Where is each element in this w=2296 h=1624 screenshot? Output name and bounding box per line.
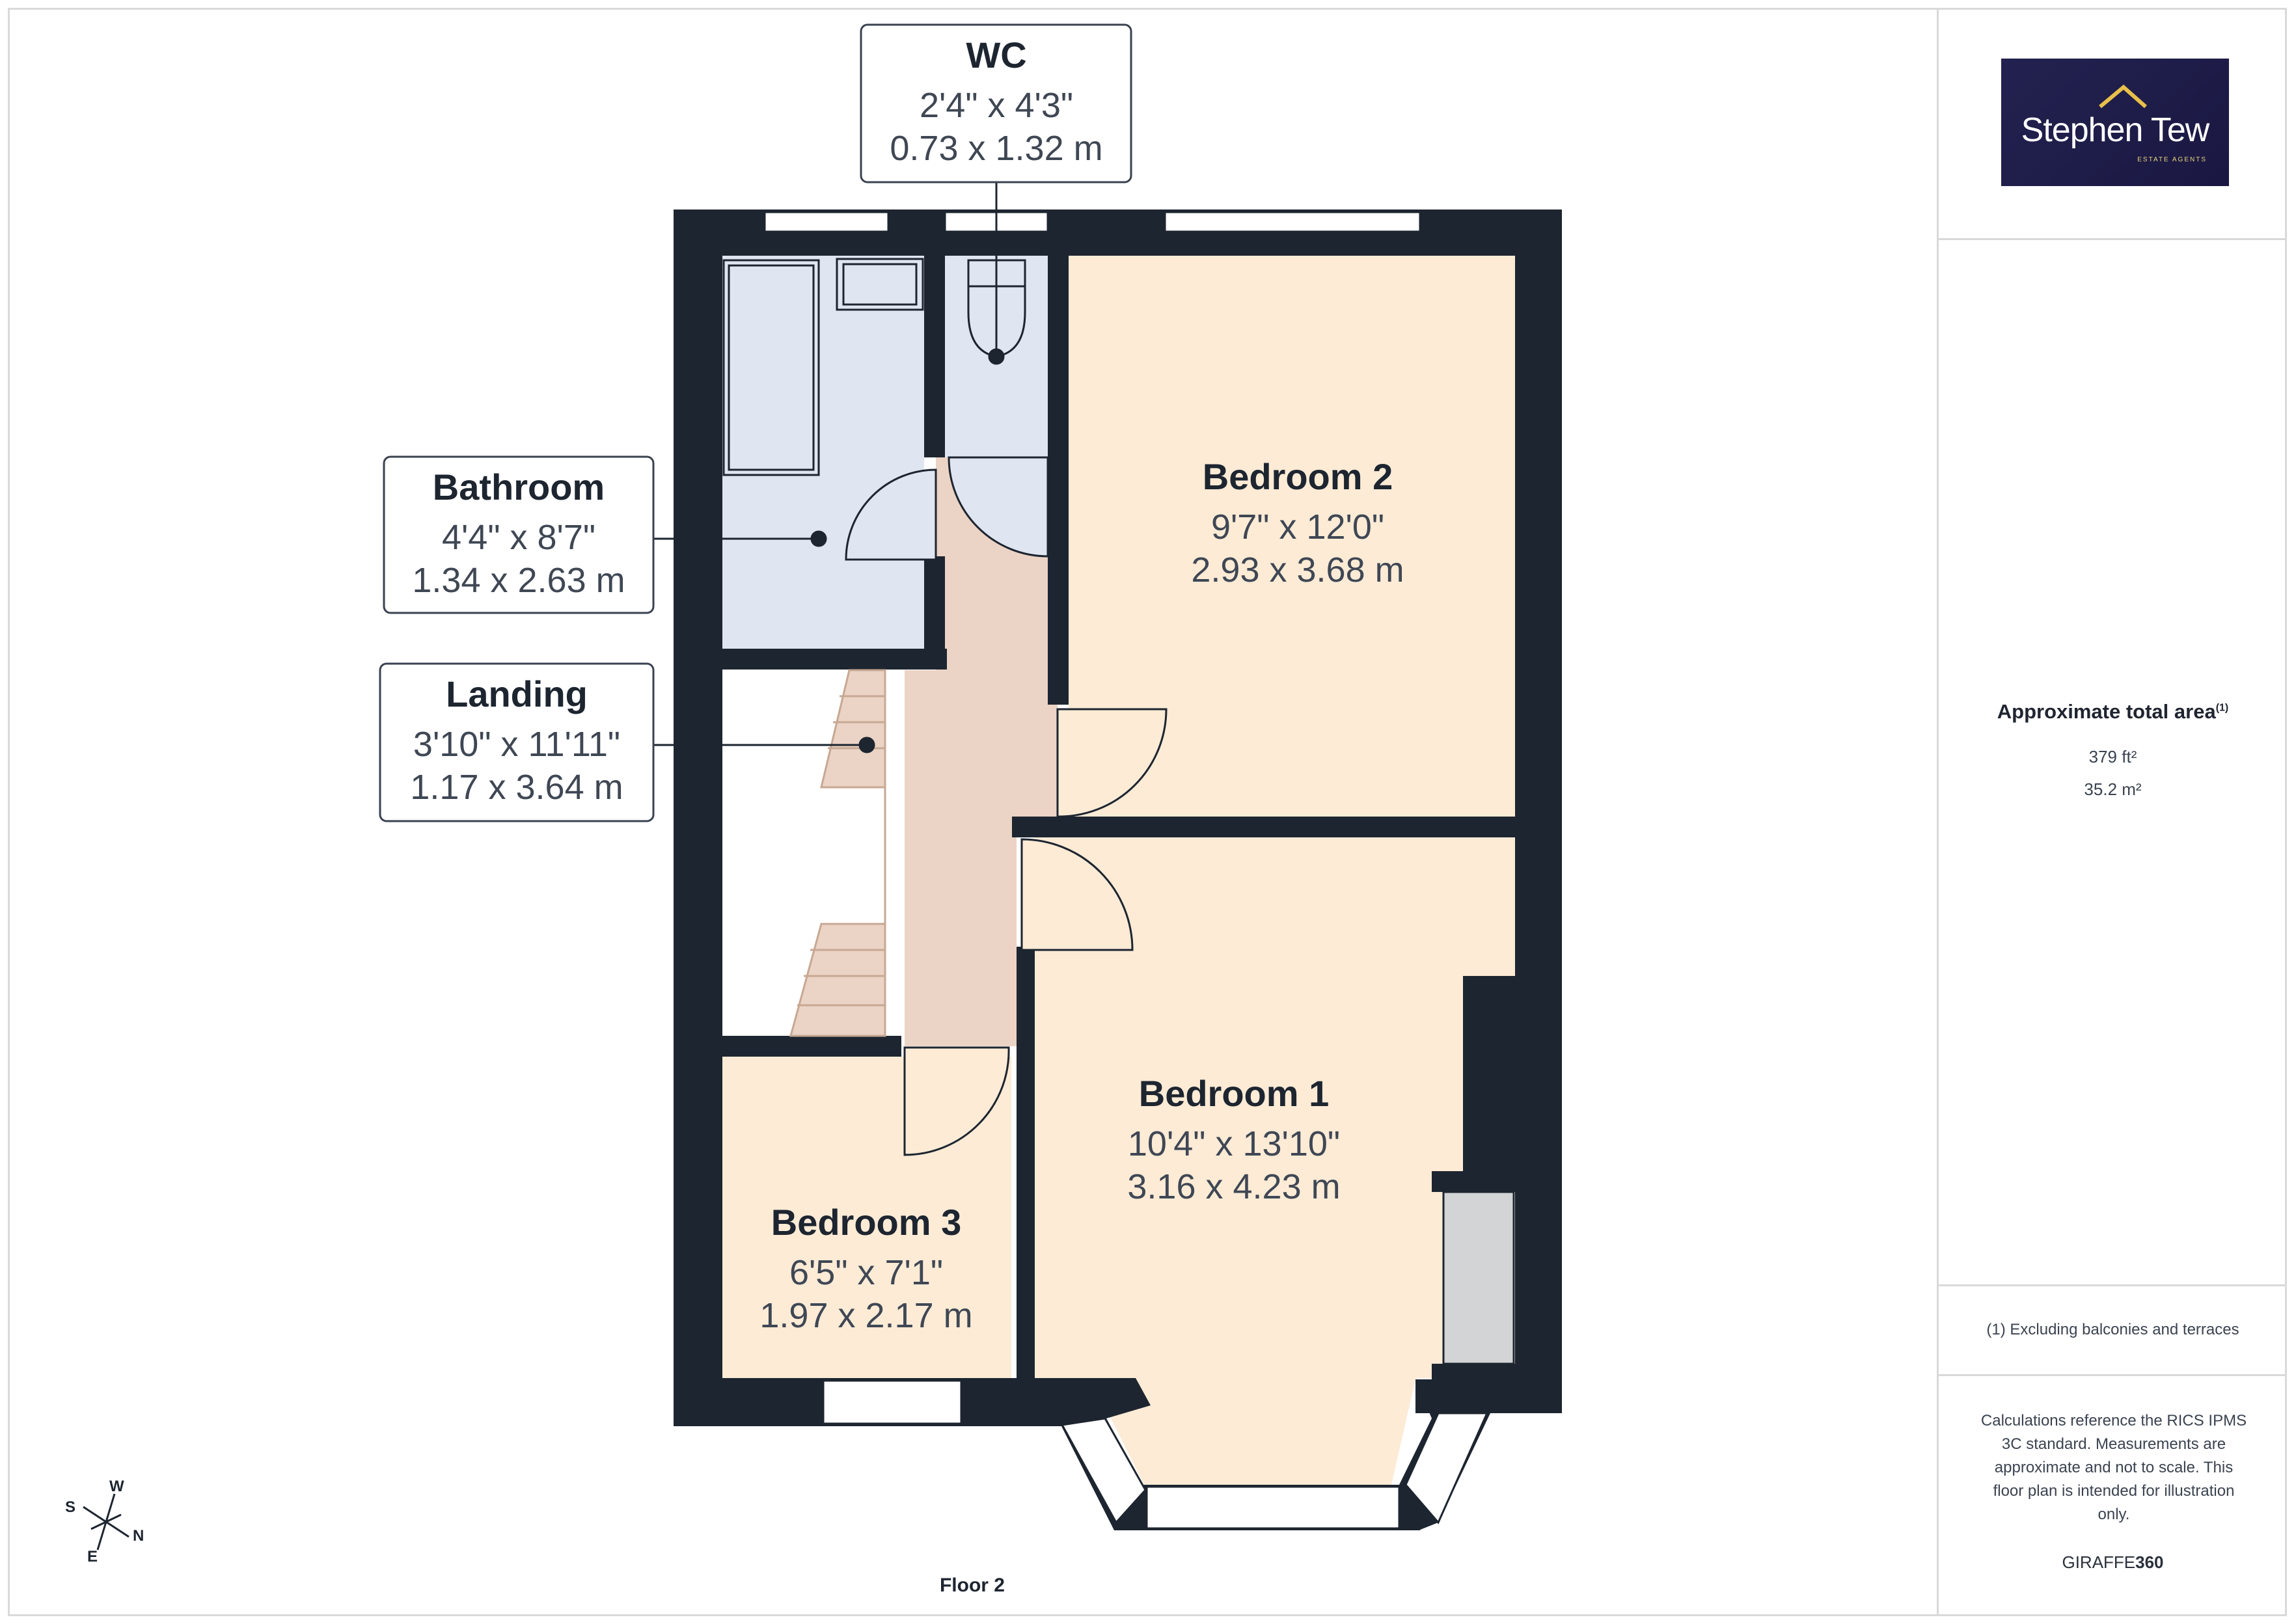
wc-name: WC xyxy=(966,34,1026,75)
wc-imperial: 2'4" x 4'3" xyxy=(920,86,1073,125)
stairs-lower xyxy=(789,923,886,1037)
label-leaders xyxy=(653,182,1005,753)
door-bed1 xyxy=(1020,838,1134,951)
bathtub-inner xyxy=(728,264,815,471)
compass-w: W xyxy=(109,1478,124,1495)
door-wc xyxy=(948,456,1049,558)
area-title: Approximate total area(1) xyxy=(1939,700,2287,724)
compass-rose-icon xyxy=(83,1493,130,1550)
bedroom3-imperial: 6'5" x 7'1" xyxy=(789,1253,943,1292)
landing-name: Landing xyxy=(446,673,588,714)
logo-tagline: ESTATE AGENTS xyxy=(2137,156,2207,163)
calculation-note: Calculations reference the RICS IPMS 3C … xyxy=(1980,1412,2247,1523)
wc-label-box xyxy=(860,23,1132,183)
bedroom1-name: Bedroom 1 xyxy=(1139,1073,1330,1114)
bathtub xyxy=(722,259,820,476)
room-fills xyxy=(722,256,1515,1485)
doors xyxy=(845,456,1168,1156)
bedroom3-name: Bedroom 3 xyxy=(771,1202,962,1243)
page-frame xyxy=(8,8,2287,1616)
window-bed3 xyxy=(822,1379,963,1425)
area-ft: 379 ft² xyxy=(2088,747,2137,766)
brand-a: GIRAFFE xyxy=(2062,1552,2136,1572)
compass-e: E xyxy=(87,1548,98,1565)
stairs-upper xyxy=(820,669,886,789)
window-bed2 xyxy=(1164,211,1421,233)
area-title-sup: (1) xyxy=(2215,702,2229,714)
bedroom2-name: Bedroom 2 xyxy=(1203,456,1393,497)
house-roof-icon xyxy=(2099,85,2147,109)
bedroom3-metric: 1.97 x 2.17 m xyxy=(759,1296,972,1335)
basin-inner xyxy=(842,263,918,306)
area-footnote: (1) Excluding balconies and terraces xyxy=(1986,1321,2239,1338)
wall-landing-bed1 xyxy=(1017,947,1035,1399)
basin xyxy=(836,258,924,311)
window-bay-left xyxy=(1060,1417,1147,1524)
side-panel: Stephen Tew ESTATE AGENTS Approximate to… xyxy=(1937,8,2287,1616)
room-labels: WC 2'4" x 4'3" 0.73 x 1.32 m Bathroom 4'… xyxy=(410,34,1404,1596)
landing-imperial: 3'10" x 11'11" xyxy=(413,725,620,764)
wall-outer-right xyxy=(1515,210,1562,1413)
wall-bath-bottom xyxy=(722,649,947,670)
floor-plan: WC 2'4" x 4'3" 0.73 x 1.32 m Bathroom 4'… xyxy=(65,23,1562,1596)
door-bed2 xyxy=(1056,708,1168,818)
bedroom2-imperial: 9'7" x 12'0" xyxy=(1211,508,1384,547)
wall-bath-right-lower xyxy=(924,556,945,670)
landing-leader-dot xyxy=(858,737,875,753)
wall-bed1-chimney-b xyxy=(1432,1171,1515,1192)
window-bay-right xyxy=(1404,1412,1489,1524)
bedroom1-fill xyxy=(1035,837,1515,1485)
company-logo: Stephen Tew ESTATE AGENTS xyxy=(2001,59,2229,186)
window-bath xyxy=(763,211,890,233)
divider xyxy=(1939,238,2287,240)
wall-bath-wc xyxy=(924,256,945,457)
compass: W S N E xyxy=(65,1478,144,1565)
bedroom1-imperial: 10'4" x 13'10" xyxy=(1128,1124,1340,1163)
wall-bed3-top xyxy=(722,1036,901,1057)
wall-outer-left xyxy=(674,210,722,1426)
label-boxes xyxy=(379,23,1132,822)
bathroom-label-box xyxy=(383,455,655,614)
window-bay-bottom xyxy=(1145,1485,1401,1530)
wardrobe-bed1 xyxy=(1442,1191,1515,1365)
divider xyxy=(1939,1374,2287,1376)
landing-label-box xyxy=(379,662,655,822)
brand-b: 360 xyxy=(2135,1552,2164,1572)
bathroom-imperial: 4'4" x 8'7" xyxy=(442,518,595,557)
compass-s: S xyxy=(65,1498,75,1516)
bedroom1-metric: 3.16 x 4.23 m xyxy=(1127,1167,1340,1206)
compass-n: N xyxy=(133,1527,144,1545)
wall-wc-bed2 xyxy=(1048,256,1069,705)
divider xyxy=(1939,1284,2287,1286)
bathroom-fill xyxy=(722,256,924,649)
fixtures xyxy=(722,258,1515,1365)
wall-bed2-bed1 xyxy=(1012,817,1562,837)
bathroom-name: Bathroom xyxy=(433,467,605,508)
bedroom2-metric: 2.93 x 3.68 m xyxy=(1191,550,1404,589)
logo-name: Stephen Tew xyxy=(2021,111,2210,149)
stairs xyxy=(789,669,886,1037)
giraffe-brand: GIRAFFE360 xyxy=(1939,1552,2287,1573)
wc-leader-dot xyxy=(988,348,1005,365)
area-title-text: Approximate total area xyxy=(1997,700,2216,723)
floor-label: Floor 2 xyxy=(940,1575,1005,1596)
door-bed3 xyxy=(903,1046,1010,1156)
bathroom-leader-dot xyxy=(810,530,827,547)
landing-metric: 1.17 x 3.64 m xyxy=(410,768,623,807)
wc-metric: 0.73 x 1.32 m xyxy=(890,129,1102,168)
bathroom-metric: 1.34 x 2.63 m xyxy=(412,561,625,600)
area-m: 35.2 m² xyxy=(2084,779,2142,799)
door-bathroom xyxy=(845,468,937,561)
wall-bed1-chimney xyxy=(1463,976,1515,1171)
